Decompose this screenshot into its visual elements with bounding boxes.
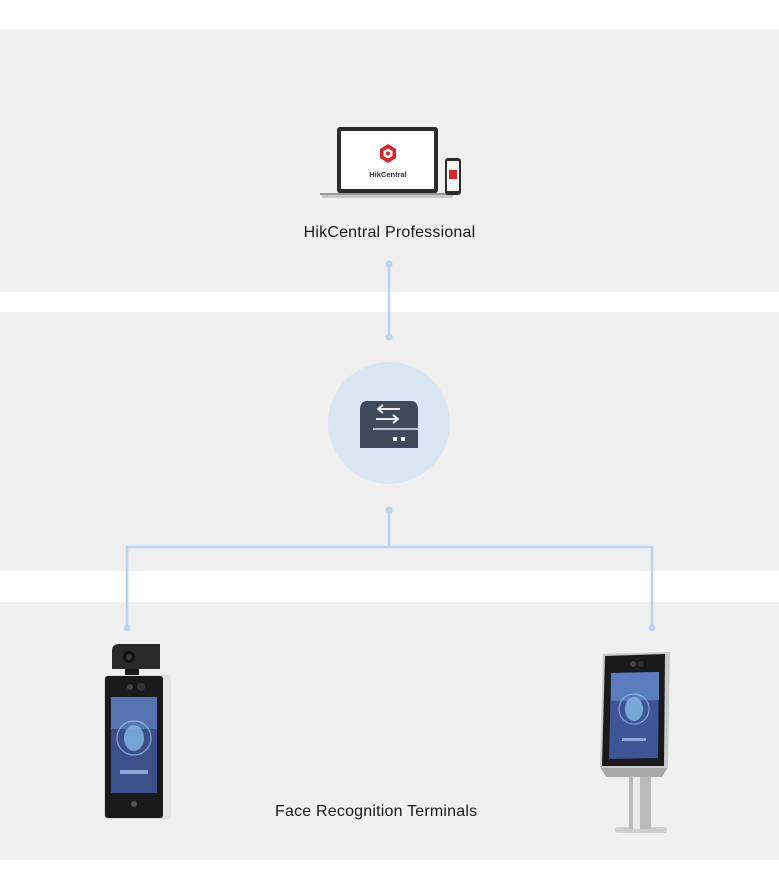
laptop-and-tablet-icon: HikCentral: [320, 127, 461, 198]
face-recognition-terminal-with-thermal-module-icon: [104, 644, 171, 819]
terminals-label: Face Recognition Terminals: [275, 803, 478, 820]
laptop-logo-text: HikCentral: [369, 170, 407, 179]
platform-label: HikCentral Professional: [303, 224, 476, 241]
network-switch-icon: [328, 362, 450, 484]
connector-dots: [123, 260, 656, 632]
connector-lines: [125, 264, 654, 628]
face-recognition-terminal-on-pedestal-icon: [600, 652, 670, 833]
